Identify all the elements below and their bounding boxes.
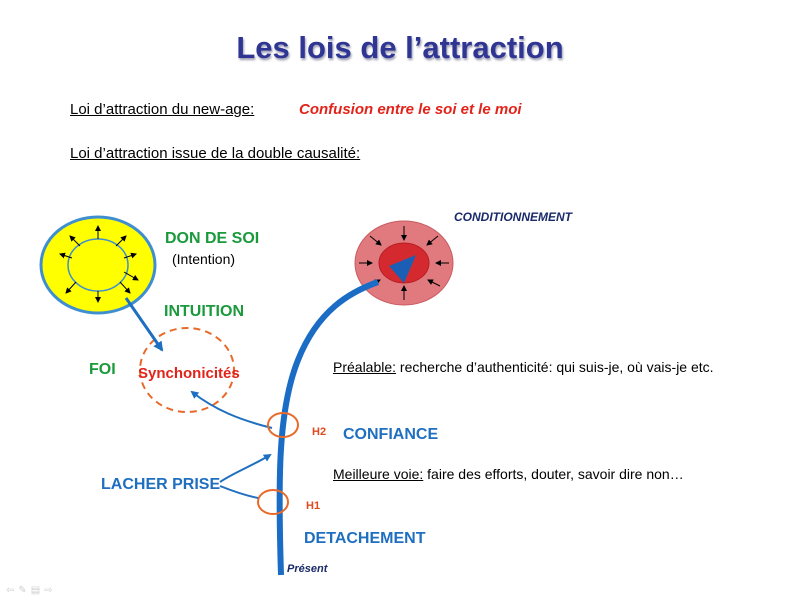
back-arrow-icon[interactable]: ⇦ <box>6 585 19 596</box>
h2-to-synchronicites-arrow <box>190 390 273 429</box>
line1-value: Confusion entre le soi et le moi <box>299 101 522 118</box>
slide-nav-controls: ⇦✎▤⇨ <box>6 585 57 596</box>
intention-label: (Intention) <box>172 251 236 267</box>
menu-icon[interactable]: ▤ <box>30 585 45 596</box>
pen-icon[interactable]: ✎ <box>18 585 31 596</box>
conditionnement-label: CONDITIONNEMENT <box>454 210 572 224</box>
line1-label-text: Loi d’attraction du new-age: <box>70 101 255 118</box>
confiance-label: CONFIANCE <box>343 426 439 443</box>
page-title: Les lois de l’attraction <box>236 30 564 65</box>
line1-label: Loi d’attraction du new-age: <box>70 101 254 118</box>
prealable-line: Préalable: recherche d’authenticité: qui… <box>333 359 714 375</box>
h2-label: H2 <box>312 426 327 438</box>
don-de-soi-circle <box>39 215 157 315</box>
meilleure-voie-line: Meilleure voie: faire des efforts, doute… <box>333 466 684 482</box>
intuition-label: INTUITION <box>164 303 244 320</box>
h1-label: H1 <box>306 500 321 512</box>
synchonicites-label: Synchonicités <box>138 365 240 382</box>
present-label: Présent <box>287 563 328 575</box>
prealable-text: recherche d’authenticité: qui suis-je, o… <box>396 359 714 375</box>
lacher-prise-arrow-down <box>219 485 259 499</box>
line2-label: Loi d’attraction issue de la double caus… <box>70 145 360 162</box>
foi-label: FOI <box>89 361 116 378</box>
prealable-label: Préalable: <box>333 359 397 375</box>
forward-arrow-icon[interactable]: ⇨ <box>44 585 57 596</box>
lacher-prise-label: LACHER PRISE <box>101 476 221 493</box>
don-de-soi-arrow <box>124 297 164 352</box>
synchronicites-circle <box>139 327 235 413</box>
lacher-prise-arrow-up <box>219 453 272 483</box>
don-de-soi-label: DON DE SOI <box>165 230 260 247</box>
line2-label-text: Loi d’attraction issue de la double caus… <box>70 145 361 162</box>
meilleure-voie-label: Meilleure voie: <box>333 466 424 482</box>
meilleure-voie-text: faire des efforts, douter, savoir dire n… <box>423 466 684 482</box>
h2-marker-circle <box>267 412 299 438</box>
main-path-arrowhead <box>389 255 416 283</box>
h1-marker-circle <box>257 489 289 515</box>
main-path-curve <box>276 279 380 576</box>
detachement-label: DETACHEMENT <box>304 530 426 547</box>
